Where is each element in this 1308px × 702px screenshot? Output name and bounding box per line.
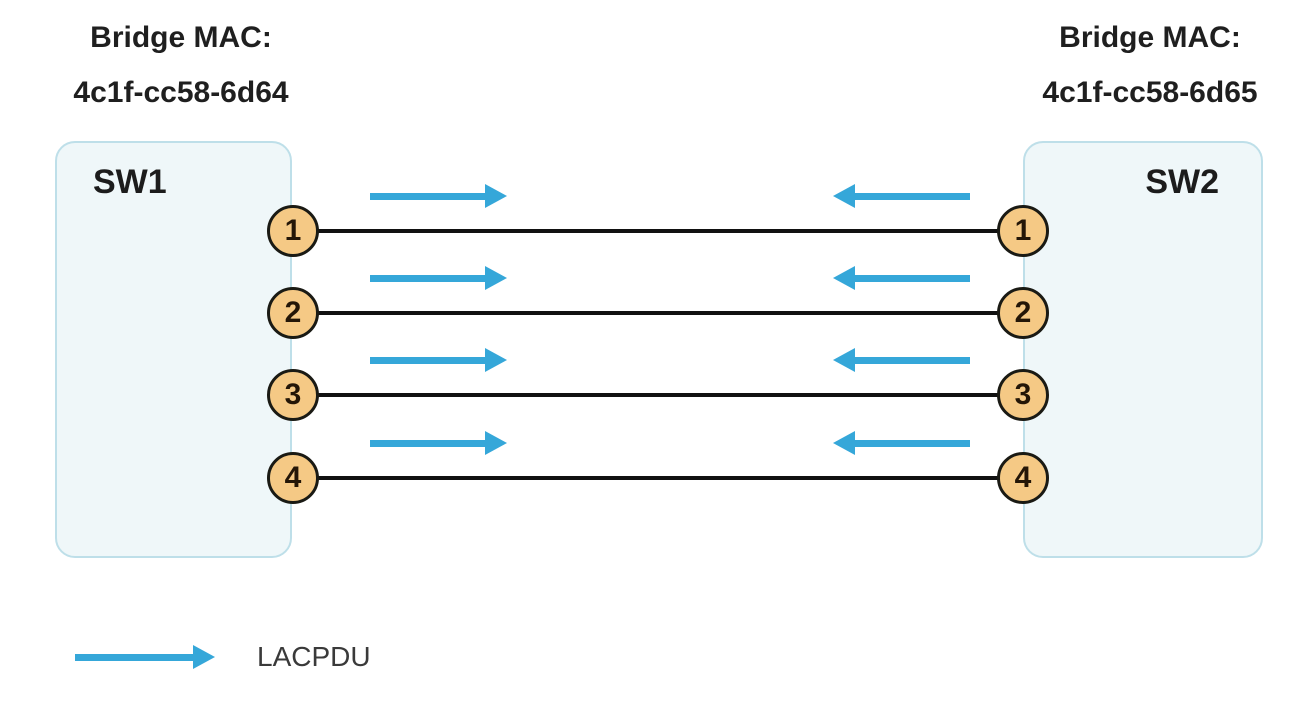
lacpdu-arrow-right-icon (370, 266, 507, 290)
port-sw1-3: 3 (267, 369, 319, 421)
lacpdu-arrow-right-icon (370, 184, 507, 208)
switch-sw1-label: SW1 (93, 163, 167, 201)
bridge-mac-value: 4c1f-cc58-6d65 (1042, 76, 1258, 109)
link-line (300, 229, 1010, 233)
switch-sw2-label: SW2 (1145, 163, 1219, 201)
link-line (300, 393, 1010, 397)
port-sw2-1: 1 (997, 205, 1049, 257)
link-line (300, 476, 1010, 480)
bridge-mac-value: 4c1f-cc58-6d64 (73, 76, 289, 109)
port-sw2-3: 3 (997, 369, 1049, 421)
lacpdu-arrow-right-icon (370, 431, 507, 455)
link-line (300, 311, 1010, 315)
switch-sw1: SW1 (55, 141, 292, 558)
lacpdu-arrow-left-icon (833, 348, 970, 372)
switch-sw2: SW2 (1023, 141, 1263, 558)
port-sw2-2: 2 (997, 287, 1049, 339)
lacpdu-arrow-right-icon (370, 348, 507, 372)
bridge-mac-title: Bridge MAC: (90, 21, 272, 54)
lacpdu-arrow-left-icon (833, 431, 970, 455)
port-sw1-4: 4 (267, 452, 319, 504)
lacpdu-arrow-left-icon (833, 266, 970, 290)
bridge-mac-label-sw1: Bridge MAC: 4c1f-cc58-6d64 (16, 10, 346, 120)
port-sw2-4: 4 (997, 452, 1049, 504)
port-sw1-1: 1 (267, 205, 319, 257)
bridge-mac-label-sw2: Bridge MAC: 4c1f-cc58-6d65 (985, 10, 1308, 120)
lacpdu-arrow-left-icon (833, 184, 970, 208)
legend-label: LACPDU (257, 641, 371, 672)
port-sw1-2: 2 (267, 287, 319, 339)
lacpdu-legend-arrow-icon (75, 645, 215, 669)
bridge-mac-title: Bridge MAC: (1059, 21, 1241, 54)
